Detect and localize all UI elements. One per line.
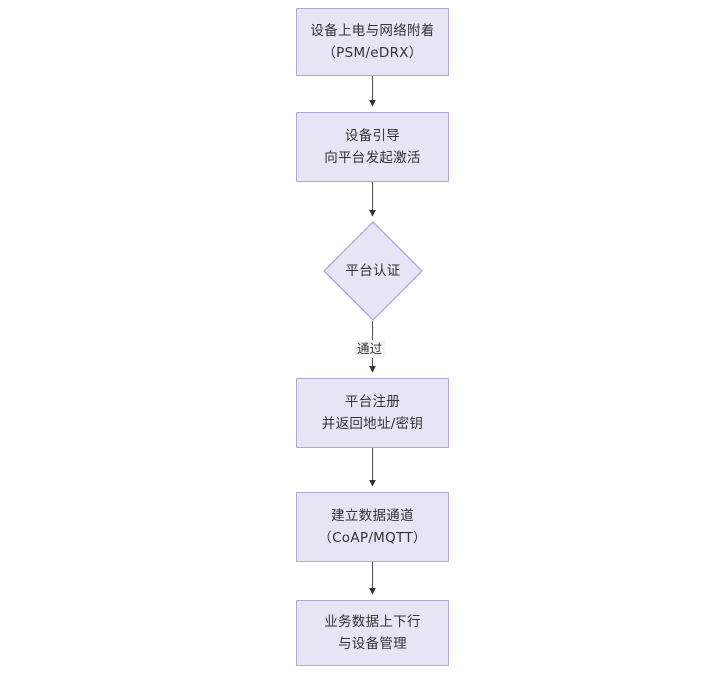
node-device-bootstrap[interactable]: 设备引导向平台发起激活 xyxy=(296,112,449,182)
node-line-2: 与设备管理 xyxy=(337,636,407,652)
node-label: 设备上电与网络附着 （PSM/eDRX） xyxy=(310,20,434,64)
node-line-1: 业务数据上下行 xyxy=(324,614,421,630)
node-platform-registration[interactable]: 平台注册并返回地址/密钥 xyxy=(296,378,449,448)
diamond-shape xyxy=(323,221,423,321)
node-line-2: 向平台发起激活 xyxy=(324,150,421,166)
node-establish-data-channel[interactable]: 建立数据通道 （CoAP/MQTT） xyxy=(296,492,449,562)
node-line-1: 设备上电与网络附着 xyxy=(310,23,435,39)
node-platform-authentication[interactable]: 平台认证 xyxy=(323,221,423,321)
node-label: 建立数据通道 （CoAP/MQTT） xyxy=(318,505,426,549)
node-line-1: 平台注册 xyxy=(344,394,401,410)
node-label: 设备引导向平台发起激活 xyxy=(324,125,421,169)
node-device-power-on[interactable]: 设备上电与网络附着 （PSM/eDRX） xyxy=(296,8,449,76)
node-line-1: 建立数据通道 xyxy=(331,508,414,524)
node-line-1: 设备引导 xyxy=(344,128,401,144)
edge-label-pass: 通过 xyxy=(355,340,385,358)
node-line-2: （PSM/eDRX） xyxy=(322,45,423,61)
node-line-2: （CoAP/MQTT） xyxy=(318,530,427,546)
node-line-2: 并返回地址/密钥 xyxy=(321,416,424,432)
node-label: 平台注册并返回地址/密钥 xyxy=(322,391,423,435)
node-business-data-and-device-management[interactable]: 业务数据上下行与设备管理 xyxy=(296,600,449,666)
node-label: 平台认证 xyxy=(345,263,401,279)
node-label: 业务数据上下行与设备管理 xyxy=(324,611,421,655)
